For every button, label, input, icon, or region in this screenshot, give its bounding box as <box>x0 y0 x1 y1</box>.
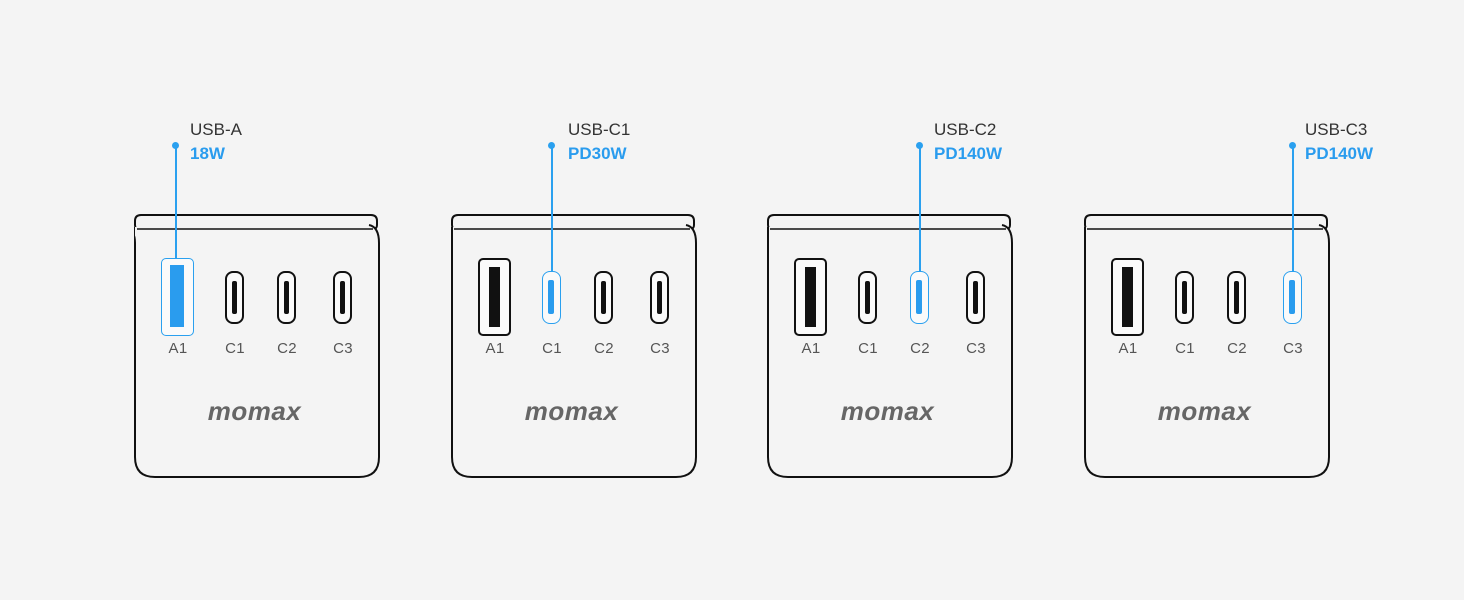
charger-usb-c1: USB-C1 PD30W A1 C1 C2 C3 momax <box>450 0 700 600</box>
port-label-c1: C1 <box>225 340 245 357</box>
usb-c1-port <box>1175 271 1194 324</box>
callout-power-rating: PD140W <box>1305 144 1374 163</box>
port-label-c3: C3 <box>333 340 353 357</box>
usb-c3-port <box>333 271 352 324</box>
momax-logo: momax <box>207 396 302 426</box>
usb-c2-port <box>910 271 929 324</box>
usb-a-port <box>1111 258 1144 336</box>
port-label-a1: A1 <box>485 340 505 357</box>
callout-power-rating: PD140W <box>934 144 1003 163</box>
callout-line <box>551 146 553 272</box>
charger-usb-a: USB-A 18W A1 C1 C2 C3 momax <box>133 0 383 600</box>
usb-c1-port <box>858 271 877 324</box>
port-label-a1: A1 <box>1118 340 1138 357</box>
port-label-a1: A1 <box>801 340 821 357</box>
usb-c3-port <box>966 271 985 324</box>
callout-line <box>919 146 921 272</box>
usb-c1-port <box>542 271 561 324</box>
port-label-c1: C1 <box>1175 340 1195 357</box>
usb-c3-port <box>1283 271 1302 324</box>
charger-body <box>767 214 1013 478</box>
port-label-c3: C3 <box>1283 340 1303 357</box>
usb-c1-port <box>225 271 244 324</box>
charger-body <box>451 214 697 478</box>
usb-a-port <box>478 258 511 336</box>
charger-usb-c2: USB-C2 PD140W A1 C1 C2 C3 momax <box>766 0 1016 600</box>
callout-line <box>175 146 177 264</box>
callout-port-name: USB-A <box>190 120 242 139</box>
callout-line <box>1292 146 1294 272</box>
usb-c2-port <box>277 271 296 324</box>
port-label-c2: C2 <box>1227 340 1247 357</box>
port-label-c1: C1 <box>858 340 878 357</box>
usb-a-port <box>161 258 194 336</box>
usb-c2-port <box>1227 271 1246 324</box>
port-label-c3: C3 <box>650 340 670 357</box>
callout-port-name: USB-C2 <box>934 120 997 139</box>
callout-port-name: USB-C1 <box>568 120 631 139</box>
callout-dot <box>916 142 923 149</box>
callout-dot <box>1289 142 1296 149</box>
port-label-c2: C2 <box>910 340 930 357</box>
port-label-c2: C2 <box>277 340 297 357</box>
callout-power-rating: 18W <box>190 144 225 163</box>
momax-logo: momax <box>1157 396 1252 426</box>
momax-logo: momax <box>524 396 619 426</box>
charger-body <box>134 214 380 478</box>
port-label-c1: C1 <box>542 340 562 357</box>
port-label-c3: C3 <box>966 340 986 357</box>
usb-a-port <box>794 258 827 336</box>
callout-power-rating: PD30W <box>568 144 627 163</box>
charger-usb-c3: USB-C3 PD140W A1 C1 C2 C3 momax <box>1083 0 1373 600</box>
charger-body <box>1084 214 1330 478</box>
callout-dot <box>548 142 555 149</box>
callout-dot <box>172 142 179 149</box>
callout-port-name: USB-C3 <box>1305 120 1368 139</box>
port-label-a1: A1 <box>168 340 188 357</box>
usb-c2-port <box>594 271 613 324</box>
usb-c3-port <box>650 271 669 324</box>
momax-logo: momax <box>840 396 935 426</box>
port-label-c2: C2 <box>594 340 614 357</box>
